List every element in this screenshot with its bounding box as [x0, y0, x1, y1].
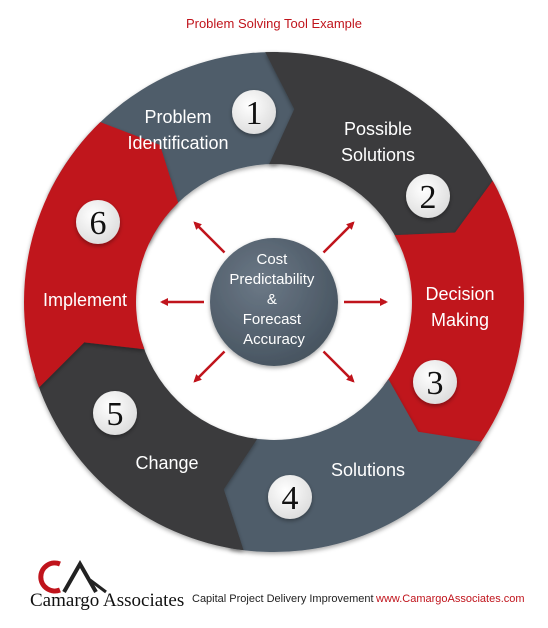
step-label-2-line-1: Possible: [344, 119, 412, 139]
center-line-3: &: [267, 291, 277, 308]
step-badge-circle-1: [232, 90, 276, 134]
step-label-5: Change: [135, 453, 198, 473]
step-badge-2: 2: [406, 174, 450, 218]
cycle-segment-6: [23, 122, 179, 388]
step-number-1: 1: [246, 95, 263, 132]
step-badges: 1 2 3 4 5 6: [76, 90, 457, 519]
company-name: Camargo Associates: [30, 590, 185, 611]
step-badge-circle-3: [413, 360, 457, 404]
step-number-5: 5: [107, 396, 124, 433]
center-circle: [210, 238, 338, 366]
step-badge-5: 5: [93, 391, 137, 435]
step-number-4: 4: [282, 480, 299, 517]
step-badge-circle-2: [406, 174, 450, 218]
step-badge-6: 6: [76, 200, 120, 244]
diagram-title: Problem Solving Tool Example: [185, 16, 363, 31]
step-label-1-line-2: Identification: [127, 133, 228, 153]
step-number-2: 2: [420, 179, 437, 216]
center-arrows: [160, 221, 388, 383]
step-label-5-line-1: Change: [135, 453, 198, 473]
cycle-segment-5: [34, 332, 258, 551]
ca-logo-mark-icon: [38, 559, 107, 594]
center-label: Cost Predictability & Forecast Accuracy: [229, 251, 318, 348]
center-line-5: Accuracy: [243, 331, 305, 348]
center-arrow-4: [322, 350, 355, 383]
step-label-4: Solutions: [331, 460, 405, 480]
step-badge-circle-6: [76, 200, 120, 244]
step-badge-4: 4: [268, 475, 312, 519]
camargo-logo: Camargo Associates: [30, 559, 200, 620]
center-line-4: Forecast: [243, 311, 302, 328]
problem-solving-cycle-diagram: Cost Predictability & Forecast Accuracy …: [23, 51, 525, 552]
website-link[interactable]: www.CamargoAssociates.com: [376, 593, 525, 605]
step-label-4-line-1: Solutions: [331, 460, 405, 480]
center-line-1: Cost: [256, 251, 288, 268]
step-number-6: 6: [90, 205, 107, 242]
step-label-3-line-1: Decision: [425, 284, 494, 304]
step-label-2-line-2: Solutions: [341, 145, 415, 165]
step-number-3: 3: [427, 365, 444, 402]
step-badge-3: 3: [413, 360, 457, 404]
step-badge-circle-4: [268, 475, 312, 519]
step-badge-1: 1: [232, 90, 276, 134]
step-badge-circle-5: [93, 391, 137, 435]
step-label-1-line-1: Problem: [144, 107, 211, 127]
center-line-2: Predictability: [229, 271, 315, 288]
center-arrow-2: [322, 221, 355, 254]
center-arrow-1: [193, 221, 226, 254]
footer-tagline: Capital Project Delivery Improvement: [192, 593, 374, 605]
step-label-6-line-1: Implement: [43, 290, 127, 310]
step-label-6: Implement: [43, 290, 127, 310]
center-arrow-5: [193, 350, 226, 383]
step-label-3-line-2: Making: [431, 310, 489, 330]
